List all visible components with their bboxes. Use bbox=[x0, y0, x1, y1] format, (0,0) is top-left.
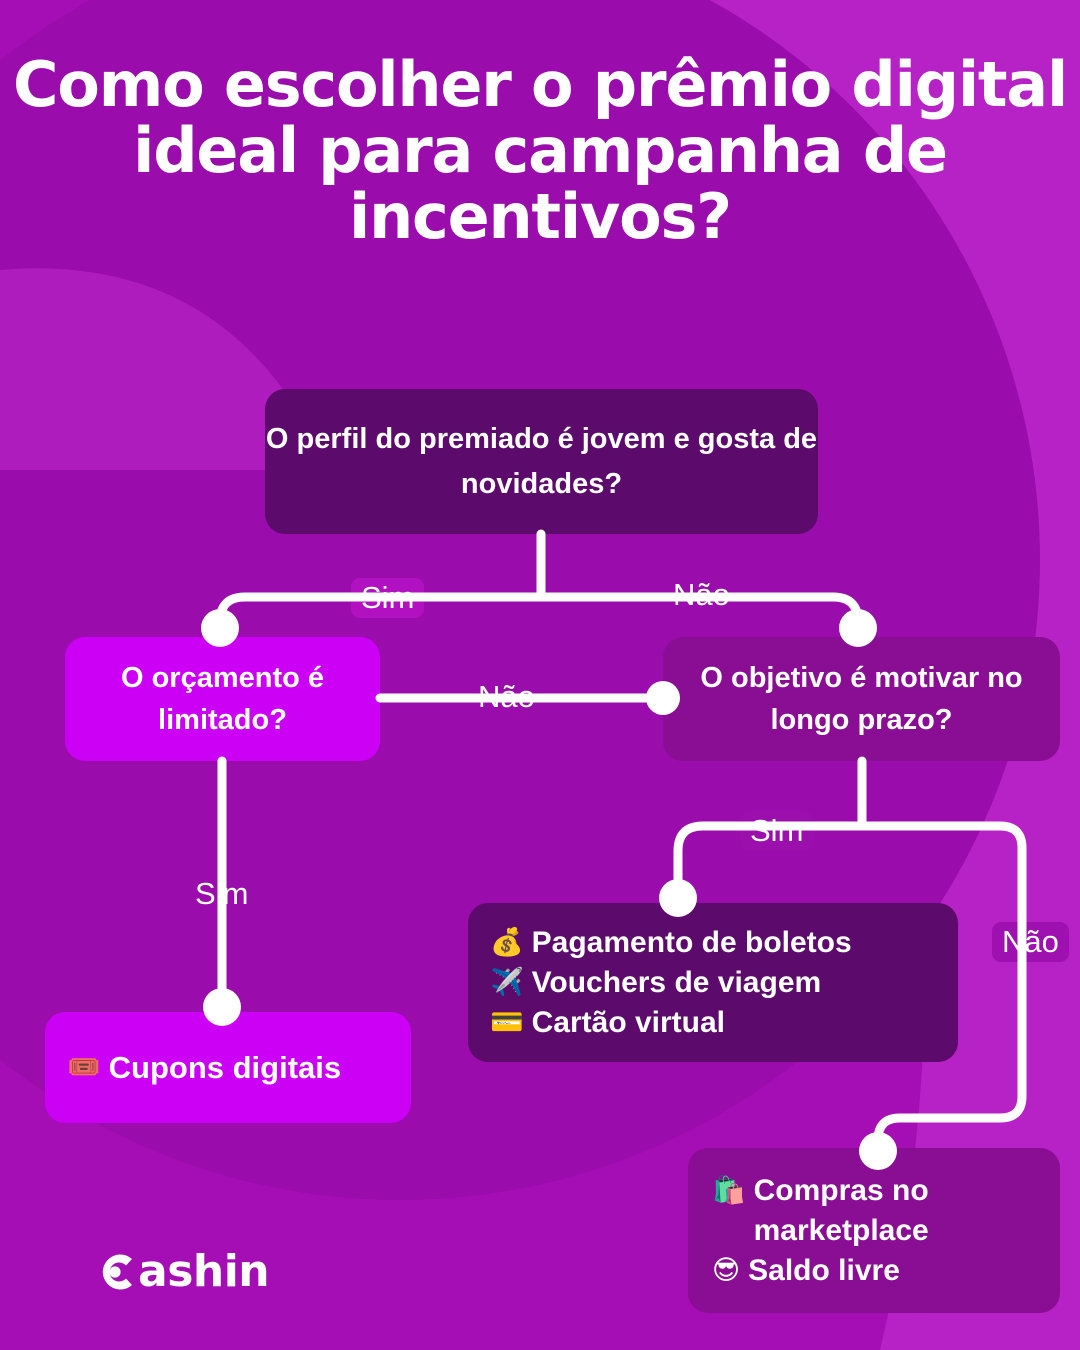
decision-node-profile[interactable]: O perfil do premiado é jovem e gosta de … bbox=[265, 389, 818, 534]
list-item: ✈️ Vouchers de viagem bbox=[490, 963, 852, 1003]
edge-label-q3-nao: Não bbox=[992, 922, 1069, 962]
decision-node-budget[interactable]: O orçamento é limitado? bbox=[65, 637, 380, 761]
decision-node-objective-label: O objetivo é motivar no longo prazo? bbox=[700, 662, 1023, 736]
list-item-label: Pagamento de boletos bbox=[531, 925, 852, 959]
result-node-payments-list: 💰 Pagamento de boletos ✈️ Vouchers de vi… bbox=[490, 923, 852, 1043]
list-item: 💳 Cartão virtual bbox=[490, 1003, 852, 1043]
money-bag-emoji: 💰 bbox=[490, 926, 524, 958]
edge-q3-to-r2 bbox=[673, 821, 867, 892]
list-item-label: Vouchers de viagem bbox=[531, 965, 822, 999]
result-node-payments[interactable]: 💰 Pagamento de boletos ✈️ Vouchers de vi… bbox=[468, 903, 958, 1062]
result-node-marketplace-list: 🛍️ Compras no marketplace 😎 Saldo livre bbox=[712, 1171, 1060, 1291]
page-title: Como escolher o prêmio digital ideal par… bbox=[13, 48, 1068, 253]
decision-node-objective[interactable]: O objetivo é motivar no longo prazo? bbox=[663, 637, 1060, 761]
admission-ticket-emoji: 🎟️ bbox=[67, 1051, 101, 1083]
node-dot-r2 bbox=[659, 879, 697, 917]
result-node-marketplace[interactable]: 🛍️ Compras no marketplace 😎 Saldo livre bbox=[688, 1148, 1060, 1313]
decision-node-profile-label: O perfil do premiado é jovem e gosta de … bbox=[265, 422, 818, 500]
smiling-face-with-sunglasses-emoji: 😎 bbox=[712, 1254, 741, 1286]
list-item: 😎 Saldo livre bbox=[712, 1251, 1060, 1291]
shopping-bags-emoji: 🛍️ bbox=[712, 1174, 746, 1206]
node-dot-q3-left bbox=[646, 681, 680, 715]
edge-q1-to-q3 bbox=[536, 592, 863, 627]
list-item: 🎟️ Cupons digitais bbox=[67, 1048, 341, 1088]
node-dot-r3 bbox=[859, 1132, 897, 1170]
result-node-coupons[interactable]: 🎟️ Cupons digitais bbox=[45, 1012, 411, 1123]
list-item-label: Cupons digitais bbox=[108, 1049, 342, 1085]
node-dot-q3 bbox=[839, 609, 877, 647]
edge-label-q3-sim: Sim bbox=[740, 811, 814, 851]
background-blob-left bbox=[0, 268, 330, 470]
credit-card-emoji: 💳 bbox=[490, 1006, 524, 1038]
airplane-emoji: ✈️ bbox=[490, 966, 524, 998]
brand-logo-text: ashin bbox=[138, 1246, 270, 1297]
list-item-label: Cartão virtual bbox=[531, 1005, 726, 1039]
node-dot-q2 bbox=[201, 609, 239, 647]
list-item: 🛍️ Compras no marketplace bbox=[712, 1171, 1060, 1251]
brand-logo: ashin bbox=[96, 1246, 270, 1297]
cashin-c-icon bbox=[102, 1254, 132, 1290]
list-item: 💰 Pagamento de boletos bbox=[490, 923, 852, 963]
edge-q3-to-r3 bbox=[857, 821, 1027, 1145]
list-item-label: Saldo livre bbox=[748, 1253, 900, 1287]
result-node-coupons-list: 🎟️ Cupons digitais bbox=[67, 1048, 341, 1088]
decision-node-budget-label: O orçamento é limitado? bbox=[120, 662, 325, 736]
list-item-label: Compras no marketplace bbox=[753, 1173, 929, 1247]
node-dot-r1 bbox=[203, 988, 241, 1026]
edge-q1-to-q2 bbox=[215, 592, 546, 627]
